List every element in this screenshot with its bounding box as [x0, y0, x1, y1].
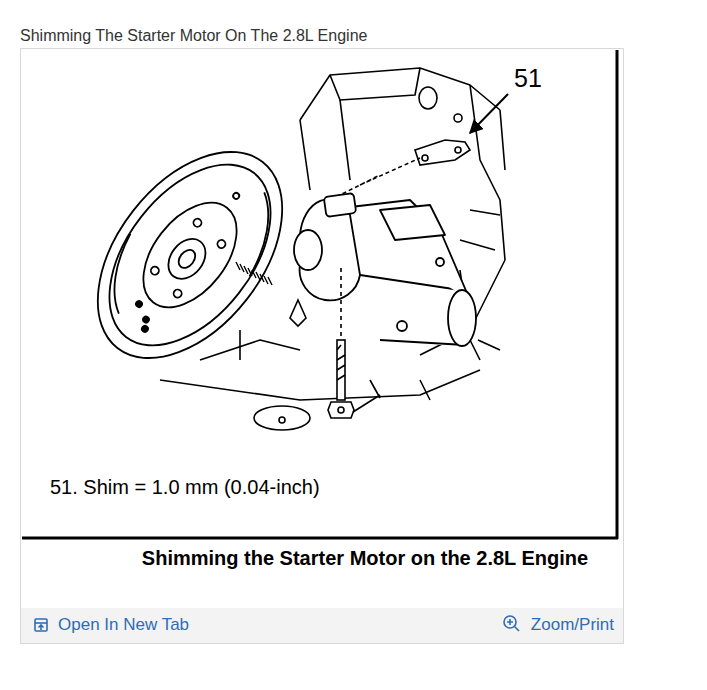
callout-number: 51	[514, 64, 542, 93]
flywheel	[61, 118, 320, 393]
shim-plate	[330, 140, 470, 200]
ring-gear	[236, 262, 272, 285]
figure-caption: Shimming the Starter Motor on the 2.8L E…	[112, 545, 618, 572]
image-border	[22, 537, 618, 540]
page-title: Shimming The Starter Motor On The 2.8L E…	[20, 27, 367, 45]
figure-frame	[21, 49, 624, 644]
open-tab-link: Open In New Tab	[58, 615, 189, 635]
zoom-icon	[504, 616, 519, 631]
new-tab-icon	[35, 619, 47, 631]
part-legend: 51. Shim = 1.0 mm (0.04-inch)	[50, 476, 320, 499]
mounting-bolt	[290, 268, 380, 418]
starter-motor	[294, 193, 500, 350]
zoom-print-link: Zoom/Print	[531, 615, 614, 635]
callout-leader	[470, 94, 508, 133]
image-border	[616, 50, 619, 539]
toolbar-bar	[21, 608, 623, 643]
